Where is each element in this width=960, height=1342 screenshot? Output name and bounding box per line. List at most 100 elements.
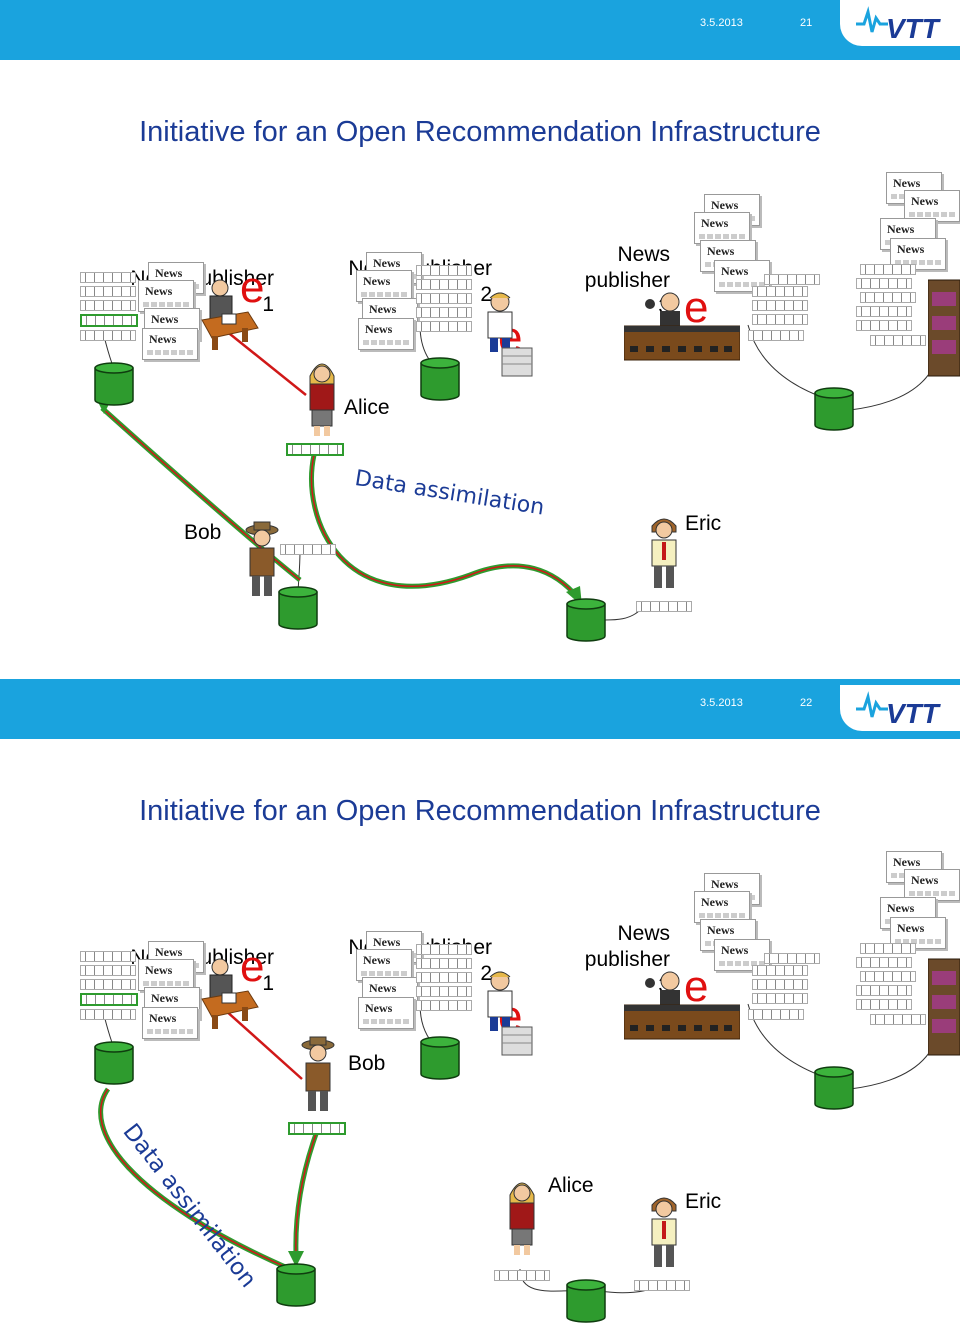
profile-ticket-icon (80, 979, 136, 990)
profile-ticket-icon (416, 986, 472, 997)
newspaper-icon: News (904, 190, 960, 226)
user-bob-label: Bob (184, 521, 222, 544)
e-marker: e (684, 962, 709, 1011)
profile-ticket-icon (416, 972, 472, 983)
profile-ticket-icon (752, 314, 808, 325)
profile-ticket-icon (80, 330, 136, 341)
profile-ticket-icon (752, 286, 808, 297)
newspaper-icon: News (694, 212, 752, 248)
slide-number: 22 (800, 697, 813, 709)
avatar-icon (245, 521, 279, 596)
newspaper-icon: News (142, 1007, 200, 1043)
profile-ticket-icon (856, 957, 912, 968)
profile-ticket-icon (80, 314, 138, 327)
slide-number: 21 (800, 17, 813, 29)
profile-ticket-icon (636, 601, 692, 612)
profile-ticket-icon (80, 993, 138, 1006)
slide-date: 3.5.2013 (700, 17, 743, 29)
profile-ticket-icon (856, 320, 912, 331)
database-cylinder-icon (566, 598, 606, 642)
profile-ticket-icon (80, 272, 136, 283)
diagram-connectors (98, 1000, 939, 1294)
profile-ticket-icon (752, 993, 808, 1004)
vtt-logo: VTT (840, 0, 960, 46)
publisher-2-figure (487, 292, 533, 377)
profile-ticket-icon (80, 965, 136, 976)
slide-22: 3.5.2013 22 VTT Initiative for an Open R… (0, 679, 960, 1342)
profile-ticket-icon (416, 307, 472, 318)
user-eric-label: Eric (685, 1190, 722, 1213)
profile-ticket-icon (288, 1122, 346, 1135)
profile-ticket-icon (80, 300, 136, 311)
profile-ticket-icon (860, 943, 916, 954)
publisher-3-studio-figure (624, 292, 740, 361)
database-cylinder-icon (420, 1036, 460, 1080)
profile-ticket-icon (860, 264, 916, 275)
newspaper-icon: News (890, 238, 948, 274)
publisher-3-studio-figure (624, 971, 740, 1040)
profile-ticket-icon (752, 979, 808, 990)
newspaper-icon: News (358, 997, 416, 1033)
profile-ticket-icon (416, 958, 472, 969)
profile-ticket-icon (764, 274, 820, 285)
database-cylinder-icon (814, 387, 854, 431)
profile-ticket-icon (870, 1014, 926, 1025)
svg-text:VTT: VTT (886, 698, 942, 729)
profile-ticket-icon (752, 965, 808, 976)
slide-title: Initiative for an Open Recommendation In… (139, 116, 821, 148)
profile-ticket-icon (748, 1009, 804, 1020)
profile-ticket-icon (80, 1009, 136, 1020)
newspaper-icon: News (138, 280, 196, 316)
profile-ticket-icon (286, 443, 344, 456)
publisher-4-bookshelf (928, 958, 960, 1056)
avatar-icon (309, 363, 335, 436)
publisher-1-desk-figure (201, 279, 259, 350)
profile-ticket-icon (280, 544, 336, 555)
newspaper-icon: News (714, 260, 772, 296)
profile-ticket-icon (80, 951, 136, 962)
avatar-icon (651, 1197, 677, 1267)
database-cylinder-icon (94, 362, 134, 406)
profile-ticket-icon (634, 1280, 690, 1291)
slide-header (0, 679, 960, 739)
user-alice-label: Alice (548, 1174, 594, 1197)
user-alice-label: Alice (344, 396, 390, 419)
publisher-3-label: Newspublisher3 (584, 243, 670, 318)
profile-ticket-icon (856, 306, 912, 317)
profile-ticket-icon (416, 1000, 472, 1011)
profile-ticket-icon (856, 278, 912, 289)
avatar-icon (509, 1182, 535, 1255)
database-cylinder-icon (276, 1263, 316, 1307)
profile-ticket-icon (416, 265, 472, 276)
publisher-3-label: Newspublisher3 (584, 922, 670, 997)
avatar-icon (301, 1036, 335, 1111)
profile-ticket-icon (416, 293, 472, 304)
publisher-1-desk-figure (201, 958, 259, 1029)
profile-ticket-icon (860, 971, 916, 982)
profile-ticket-icon (416, 321, 472, 332)
database-cylinder-icon (278, 586, 318, 630)
newspaper-icon: News (356, 949, 414, 985)
user-bob-label: Bob (348, 1052, 386, 1075)
avatar-icon (651, 518, 677, 588)
e-marker: e (240, 942, 265, 991)
slide-header (0, 0, 960, 60)
profile-ticket-icon (856, 985, 912, 996)
svg-text:VTT: VTT (886, 13, 942, 44)
diagram-connectors (96, 321, 939, 621)
profile-ticket-icon (416, 944, 472, 955)
profile-ticket-icon (764, 953, 820, 964)
newspaper-icon: News (142, 328, 200, 364)
user-eric-label: Eric (685, 512, 722, 535)
profile-ticket-icon (856, 999, 912, 1010)
publisher-2-figure (487, 971, 533, 1056)
profile-ticket-icon (752, 300, 808, 311)
e-marker: e (240, 263, 265, 312)
e-marker: e (684, 283, 709, 332)
slide-date: 3.5.2013 (700, 697, 743, 709)
slide-title: Initiative for an Open Recommendation In… (139, 795, 821, 827)
newspaper-icon: News (694, 891, 752, 927)
newspaper-icon: News (358, 318, 416, 354)
profile-ticket-icon (416, 279, 472, 290)
database-cylinder-icon (814, 1066, 854, 1110)
